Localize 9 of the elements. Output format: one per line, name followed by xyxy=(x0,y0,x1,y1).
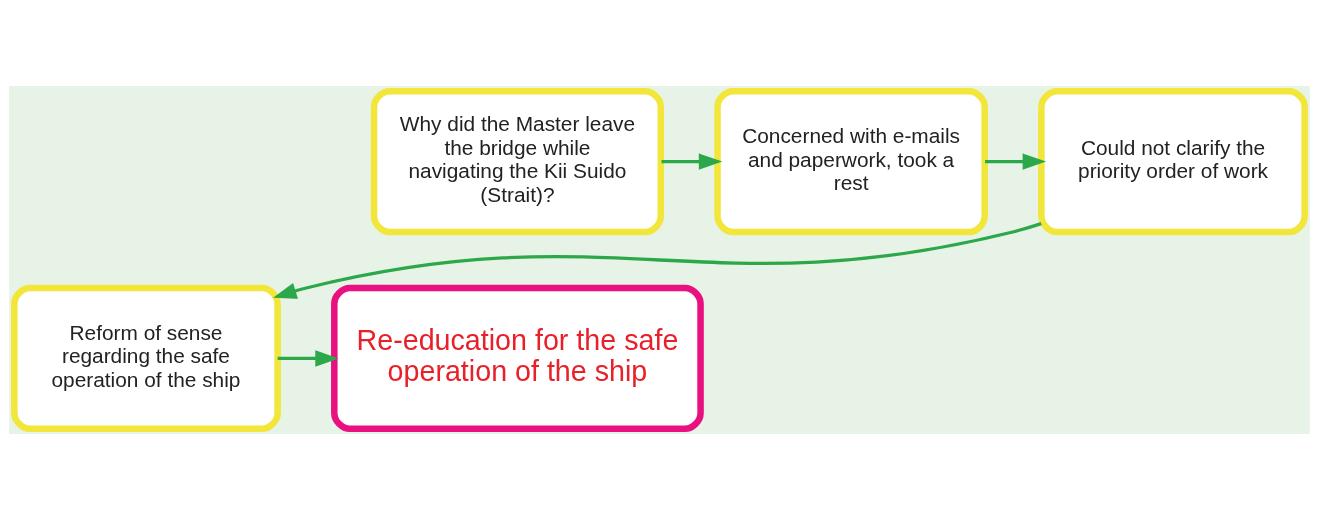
node-box: Could not clarify the priority order of work xyxy=(1038,87,1308,235)
arrow xyxy=(985,152,1047,170)
node-box: Reform of sense regarding the safe operation of the ship xyxy=(11,284,281,432)
arrow xyxy=(277,349,339,367)
arrow xyxy=(273,221,1042,299)
node-box: Re-education for the safe operation of the ship xyxy=(331,284,704,432)
arrow xyxy=(661,152,723,170)
node-box: Why did the Master leave the bridge while navigating the Kii Suido (Strait)? xyxy=(370,87,665,235)
node-box: Concerned with e-mails and paperwork, took a rest xyxy=(714,87,988,235)
